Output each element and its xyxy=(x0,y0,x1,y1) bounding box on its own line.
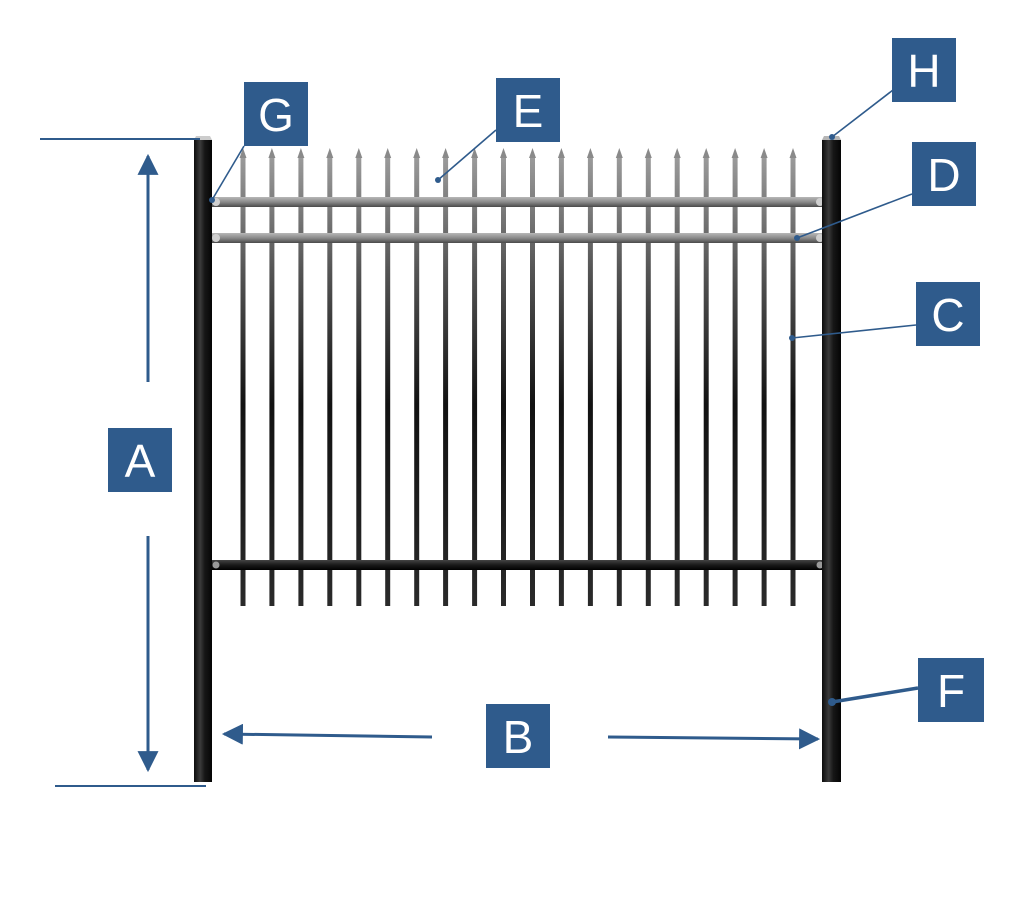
picket-finial xyxy=(702,148,710,158)
picket-finial xyxy=(442,148,450,158)
picket xyxy=(616,158,622,606)
picket-finial xyxy=(557,148,565,158)
top-rail-lower xyxy=(212,233,824,243)
leader-d xyxy=(796,193,913,239)
picket-finial xyxy=(500,148,507,158)
label-d: D xyxy=(912,142,976,206)
label-a: A xyxy=(108,428,172,492)
label-b-text: B xyxy=(503,711,534,763)
bracket-left-lower xyxy=(212,234,220,242)
top-rail-upper xyxy=(212,197,824,207)
label-f-text: F xyxy=(937,665,965,717)
label-g-box xyxy=(244,82,308,146)
label-d-text: D xyxy=(927,149,960,201)
picket xyxy=(385,158,391,606)
picket xyxy=(732,158,738,606)
label-c-text: C xyxy=(931,289,964,341)
dimension-b-arrow-right xyxy=(607,728,821,750)
label-h-text: H xyxy=(907,45,940,97)
picket xyxy=(298,158,304,606)
picket xyxy=(269,158,275,606)
label-g-text: G xyxy=(258,89,294,141)
pickets xyxy=(239,148,797,606)
label-c: C xyxy=(916,282,980,346)
leader-h xyxy=(831,89,894,138)
picket-finial xyxy=(731,148,739,158)
bottom-rail xyxy=(212,560,824,570)
leader-lines xyxy=(209,89,919,706)
picket xyxy=(472,158,478,606)
dimension-b xyxy=(221,723,821,750)
picket xyxy=(761,158,767,606)
picket xyxy=(703,158,709,606)
picket xyxy=(327,158,333,606)
bracket-left-bottom xyxy=(212,561,220,569)
label-h: H xyxy=(892,38,956,102)
picket xyxy=(240,158,246,606)
picket-finial xyxy=(760,148,768,158)
leader-e-dot xyxy=(435,177,441,183)
dimension-b-arrow-left xyxy=(221,723,433,745)
leader-e xyxy=(437,129,497,181)
label-g: G xyxy=(244,82,308,146)
label-b: B xyxy=(486,704,550,768)
picket-finial xyxy=(471,148,479,158)
picket xyxy=(790,158,796,606)
leader-f xyxy=(831,686,919,704)
picket-finial xyxy=(789,148,797,158)
bracket-right-bottom xyxy=(816,561,824,569)
label-d-box xyxy=(912,142,976,206)
picket xyxy=(674,158,680,606)
leader-g xyxy=(211,145,245,201)
label-e-text: E xyxy=(513,85,544,137)
leader-h-dot xyxy=(829,134,835,140)
picket xyxy=(443,158,449,606)
leader-f-dot xyxy=(828,698,836,706)
label-e: E xyxy=(496,78,560,142)
picket-finial xyxy=(355,148,363,158)
picket xyxy=(356,158,362,606)
picket-finial xyxy=(673,148,681,158)
label-e-box xyxy=(496,78,560,142)
leader-c xyxy=(791,324,917,339)
label-c-box xyxy=(916,282,980,346)
label-h-box xyxy=(892,38,956,102)
picket-finial xyxy=(615,148,623,158)
picket xyxy=(414,158,420,606)
picket xyxy=(530,158,535,606)
picket-finial xyxy=(413,148,421,158)
picket-finial xyxy=(268,148,276,158)
picket-finial xyxy=(326,148,334,158)
label-a-box xyxy=(108,428,172,492)
picket xyxy=(501,158,506,606)
picket-finial xyxy=(644,148,652,158)
post-right xyxy=(822,140,841,782)
picket-finial xyxy=(586,148,594,158)
picket-finial xyxy=(239,148,247,158)
dimension-a xyxy=(40,138,206,787)
label-f-box xyxy=(918,658,984,722)
leader-g-dot xyxy=(209,197,215,203)
picket-finial xyxy=(384,148,392,158)
picket xyxy=(587,158,593,606)
label-a-text: A xyxy=(125,435,156,487)
label-f: F xyxy=(918,658,984,722)
leader-d-dot xyxy=(794,235,800,241)
fence-panel xyxy=(194,136,841,782)
leader-c-dot xyxy=(789,335,795,341)
label-b-box xyxy=(486,704,550,768)
picket xyxy=(645,158,651,606)
post-left xyxy=(194,140,212,782)
picket xyxy=(558,158,564,606)
picket-finial xyxy=(297,148,305,158)
picket-finial xyxy=(529,148,536,158)
